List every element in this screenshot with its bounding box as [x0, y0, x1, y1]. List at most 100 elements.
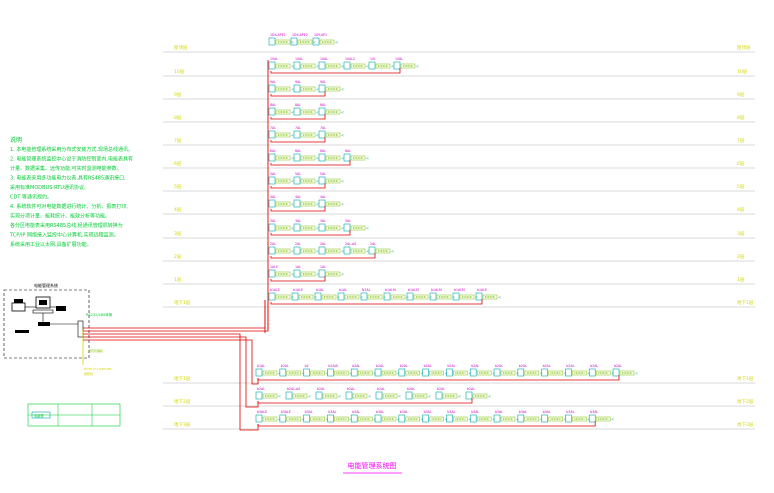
meter-arrow-icon: < — [383, 296, 386, 300]
meter-tag — [286, 416, 302, 422]
meter-label: b2AL — [424, 364, 432, 368]
meter-cabinet — [318, 107, 326, 116]
meter: b1ALE< — [268, 288, 294, 301]
meter-tag — [472, 393, 488, 399]
meter: b1ALM< — [429, 288, 455, 301]
meter-arrow-icon: < — [291, 134, 294, 138]
meter-arrow-icon: < — [308, 395, 311, 399]
meter-cabinet — [293, 84, 301, 93]
meter: b2AL< — [255, 387, 281, 400]
meter-tag — [350, 155, 366, 161]
meter-label: 5AL — [320, 172, 326, 176]
meter-label: b3AL — [543, 410, 551, 414]
meter: b3AL< — [398, 410, 424, 423]
meter-label: 5AL — [295, 172, 301, 176]
meter-tag — [300, 109, 316, 115]
meter-arrow-icon: < — [349, 372, 352, 376]
meter-cabinet — [429, 292, 437, 301]
meter-arrow-icon: < — [291, 296, 294, 300]
meter: 5AL< — [268, 172, 294, 185]
meter-label: b2AL — [407, 387, 415, 391]
cable-note: 屏蔽线 — [84, 371, 93, 376]
meter-tag — [344, 294, 360, 300]
meter-arrow-icon: < — [316, 65, 319, 69]
notes-line: CDT 等通讯规约。 — [10, 194, 52, 201]
meter-label: 1DX-APE1 — [270, 33, 286, 37]
meter-label: b1ALM — [408, 288, 419, 292]
meter: b2AL< — [612, 364, 638, 377]
ups-icon — [15, 330, 29, 333]
meter: 10AL< — [393, 57, 419, 70]
meter-tag — [275, 294, 291, 300]
meter-cabinet — [368, 246, 376, 255]
floor-label: 7层 — [174, 138, 182, 144]
meter-tag — [429, 416, 444, 422]
meter-arrow-icon: < — [316, 273, 319, 277]
meter-label: b2AL — [543, 364, 551, 368]
meter-label: b1AL — [257, 364, 265, 368]
meter-tag — [275, 109, 291, 115]
meter-arrow-icon: < — [341, 273, 344, 277]
meter: 5AL< — [293, 172, 319, 185]
meter-tag — [357, 416, 373, 422]
meter-tag — [275, 86, 291, 92]
meter-cabinet — [374, 368, 382, 377]
meter-arrow-icon: < — [341, 250, 344, 254]
meter-label: b2AL — [471, 364, 479, 368]
meter-cabinet — [446, 414, 453, 423]
meter-label: b2AL — [317, 387, 325, 391]
meter-label: b3AL — [305, 410, 313, 414]
meter-tag — [334, 370, 349, 376]
meter-tag — [275, 39, 291, 45]
meter: 10AL< — [268, 57, 294, 70]
meter-arrow-icon: < — [416, 65, 419, 69]
meter-cabinet — [327, 368, 334, 377]
meter-label: 10L — [370, 57, 376, 61]
floor-label-right: 1层 — [737, 277, 745, 283]
meter-arrow-icon: < — [316, 134, 319, 138]
meter-tag — [322, 393, 338, 399]
meter: 2AL< — [268, 242, 294, 255]
meter: b2AL< — [398, 364, 424, 377]
meter-tag — [400, 63, 416, 69]
meter: b2AL< — [315, 387, 341, 400]
meter-tag — [319, 39, 335, 45]
meter-label: 3AL — [320, 219, 326, 223]
meter-tag — [500, 416, 516, 422]
meter-label: b3AL — [400, 410, 408, 414]
meter-label: b3AL — [566, 410, 574, 414]
meter-cabinet — [368, 61, 376, 70]
meter-label: 2AL — [370, 242, 376, 246]
meter-tag — [325, 201, 341, 207]
meter: 3AL< — [293, 219, 319, 232]
converter-box — [77, 320, 84, 338]
meter-tag — [595, 370, 611, 376]
meter-tag — [298, 294, 314, 300]
meter-cabinet — [279, 414, 287, 423]
meter-tag — [300, 225, 316, 231]
meter-cabinet — [293, 107, 301, 116]
meter-label: b3AL — [352, 410, 360, 414]
meter-label: 2AL — [320, 242, 326, 246]
meter-arrow-icon: < — [475, 296, 478, 300]
meter-label: 9AL — [320, 80, 326, 84]
bus-cable — [83, 300, 266, 329]
legend-meter-label: 电能表 — [34, 413, 44, 418]
meter-cabinet — [588, 414, 596, 423]
bus-segment — [270, 68, 401, 74]
meter: 4AL< — [293, 195, 319, 208]
meter: 1AL< — [318, 265, 344, 278]
meter-cabinet — [268, 107, 276, 116]
meter: 6AL< — [343, 149, 369, 162]
meter-cabinet — [343, 61, 351, 70]
meter-arrow-icon: < — [316, 250, 319, 254]
meter-tag — [367, 294, 383, 300]
monitor-icon — [35, 296, 51, 309]
meter-cabinet — [343, 223, 351, 232]
monitor-screen-icon — [39, 300, 47, 305]
meter-cabinet — [465, 391, 473, 400]
meter-label: 2AL-AS — [345, 242, 356, 246]
bus-segment — [270, 206, 326, 212]
meter-cabinet — [268, 223, 276, 232]
